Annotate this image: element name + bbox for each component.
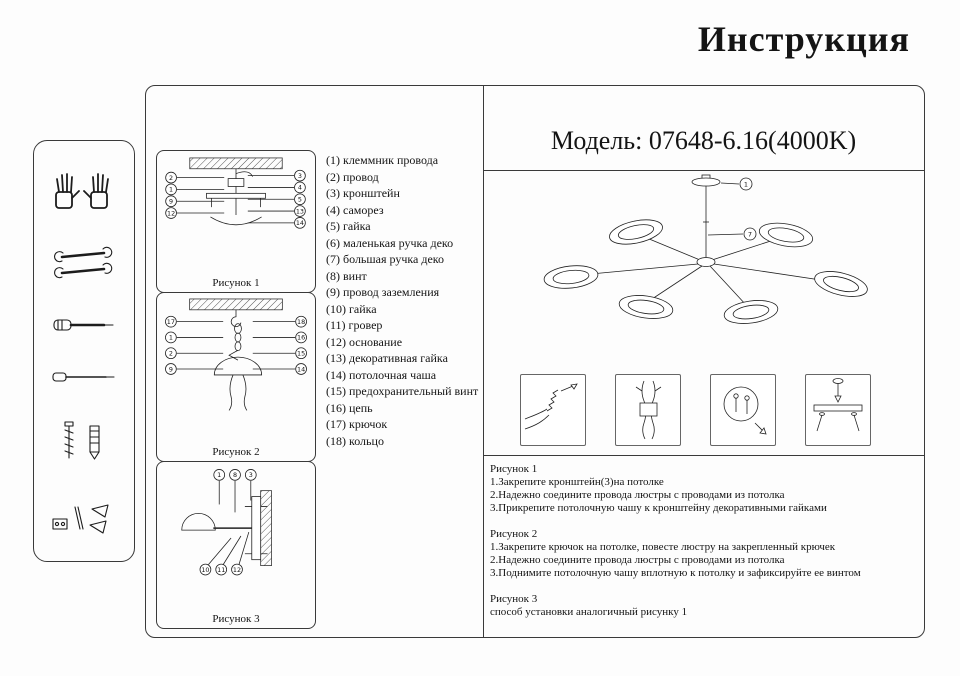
figure-2-diagram: 17 1 2 9 18 16 15 14: [165, 298, 307, 411]
tools-sidebar: [33, 140, 135, 562]
svg-text:2: 2: [169, 349, 173, 357]
content-frame: 2 1 9 12 3 4 5 13 14 Рисунок 1: [145, 85, 925, 638]
figure-1: 2 1 9 12 3 4 5 13 14 Рисунок 1: [156, 150, 316, 293]
svg-text:5: 5: [298, 196, 302, 204]
instruction-title-1: Рисунок 1: [490, 463, 538, 475]
instruction-block-2: Рисунок 2 1.Закрепите крючок на потолке,…: [490, 528, 920, 580]
part-item-16: (16) цепь: [326, 400, 373, 415]
part-item-2: (2) провод: [326, 169, 379, 184]
figure-2: 17 1 2 9 18 16 15 14 Рисунок 2: [156, 292, 316, 462]
part-item-6: (6) маленькая ручка деко: [326, 235, 454, 250]
svg-text:2: 2: [169, 174, 173, 182]
chandelier-callouts: 1 7: [739, 177, 757, 241]
svg-text:18: 18: [297, 318, 305, 326]
instruction-title-2: Рисунок 2: [490, 528, 538, 540]
wire-splice-icon: [524, 383, 578, 430]
part-item-3: (3) кронштейн: [326, 186, 400, 200]
figure-3-diagram: 1 8 3 10 11 12: [181, 469, 272, 576]
ring-lights: [543, 219, 868, 324]
svg-text:12: 12: [167, 209, 175, 217]
part-item-1: (1) клеммник провода: [326, 153, 439, 167]
svg-text:12: 12: [233, 566, 241, 574]
figure-1-caption: Рисунок 1: [212, 277, 260, 289]
bracket-screws-icon: [813, 378, 863, 432]
wire-taping-icon: [635, 380, 662, 440]
screw-dowel-icon: [64, 420, 100, 460]
instruction-1-step-1: 1.Закрепите кронштейн(3)на потолке: [490, 476, 664, 488]
installation-instructions: Рисунок 1 1.Закрепите кронштейн(3)на пот…: [490, 463, 920, 632]
svg-text:1: 1: [744, 180, 748, 188]
page-title: Инструкция: [697, 19, 910, 59]
svg-text:13: 13: [296, 207, 304, 215]
wrench-icon: [54, 246, 113, 278]
part-item-13: (13) декоративная гайка: [326, 351, 448, 365]
instruction-2-step-2: 2.Надежно соедините провода люстры с про…: [490, 554, 785, 566]
figure-3: 1 8 3 10 11 12 Рисунок 3: [156, 461, 316, 629]
svg-text:9: 9: [169, 197, 173, 205]
detail-box-wire-taping: [615, 374, 681, 446]
svg-text:9: 9: [169, 365, 173, 373]
vertical-divider: [483, 86, 484, 637]
detail-box-hand-screws: [710, 374, 776, 446]
svg-text:7: 7: [748, 230, 752, 238]
instruction-block-1: Рисунок 1 1.Закрепите кронштейн(3)на пот…: [490, 463, 920, 515]
svg-text:17: 17: [167, 318, 175, 326]
svg-text:16: 16: [297, 334, 305, 342]
chandelier-diagram: 1 7: [543, 174, 868, 324]
instruction-2-step-3: 3.Поднимите потолочную чашу вплотную к п…: [490, 567, 861, 579]
part-item-5: (5) гайка: [326, 219, 371, 233]
hardware-icon: [52, 503, 109, 534]
model-title: Модель: 07648-6.16(4000K): [550, 126, 857, 155]
svg-text:1: 1: [217, 471, 221, 479]
detail-box-bracket-screws: [805, 374, 871, 446]
figure-1-diagram: 2 1 9 12 3 4 5 13 14: [165, 157, 306, 229]
part-item-12: (12) основание: [326, 334, 403, 349]
screwdriver-icon: [53, 318, 114, 331]
svg-text:8: 8: [233, 471, 237, 479]
svg-text:1: 1: [169, 334, 173, 342]
figure-2-caption: Рисунок 2: [212, 446, 260, 458]
figure-2-callouts: 17 1 2 9 18 16 15 14: [165, 315, 307, 375]
svg-text:1: 1: [169, 186, 173, 194]
model-underline: [483, 170, 924, 171]
svg-text:3: 3: [298, 172, 302, 180]
part-item-11: (11) гровер: [326, 318, 383, 332]
instruction-title-3: Рисунок 3: [490, 593, 538, 605]
svg-text:3: 3: [249, 471, 253, 479]
instruction-1-step-2: 2.Надежно соедините провода люстры с про…: [490, 489, 785, 501]
instruction-block-3: Рисунок 3 способ установки аналогичный р…: [490, 593, 920, 619]
svg-text:10: 10: [201, 566, 209, 574]
figure-1-callouts: 2 1 9 12 3 4 5 13 14: [165, 169, 306, 229]
part-item-14: (14) потолочная чаша: [326, 367, 437, 382]
part-item-18: (18) кольцо: [326, 433, 384, 448]
parts-list: (1) клеммник провода (2) провод (3) крон…: [326, 152, 486, 449]
awl-icon: [52, 371, 115, 382]
part-item-15: (15) предохранительный винт: [326, 384, 479, 398]
hand-screws-icon: [723, 386, 767, 435]
svg-text:14: 14: [296, 219, 304, 227]
gloves-icon: [55, 172, 109, 209]
part-item-10: (10) гайка: [326, 301, 377, 316]
part-item-7: (7) большая ручка деко: [326, 252, 444, 266]
svg-text:14: 14: [297, 365, 305, 373]
detail-box-wire-splice: [520, 374, 586, 446]
instruction-1-step-3: 3.Прикрепите потолочную чашу к кронштейн…: [490, 502, 827, 514]
instruction-2-step-1: 1.Закрепите крючок на потолке, повесте л…: [490, 541, 836, 553]
part-item-9: (9) провод заземления: [326, 285, 440, 299]
instruction-3-step-1: способ установки аналогичный рисунку 1: [490, 606, 688, 618]
instructions-divider: [483, 455, 924, 456]
svg-text:15: 15: [297, 349, 305, 357]
part-item-4: (4) саморез: [326, 202, 384, 217]
svg-text:4: 4: [298, 184, 302, 192]
part-item-8: (8) винт: [326, 268, 367, 283]
chandelier-drawing: 1 7: [496, 172, 920, 368]
part-item-17: (17) крючок: [326, 417, 388, 431]
figure-3-callouts: 1 8 3 10 11 12: [199, 469, 257, 576]
figure-3-caption: Рисунок 3: [212, 613, 260, 625]
svg-text:11: 11: [217, 566, 225, 574]
